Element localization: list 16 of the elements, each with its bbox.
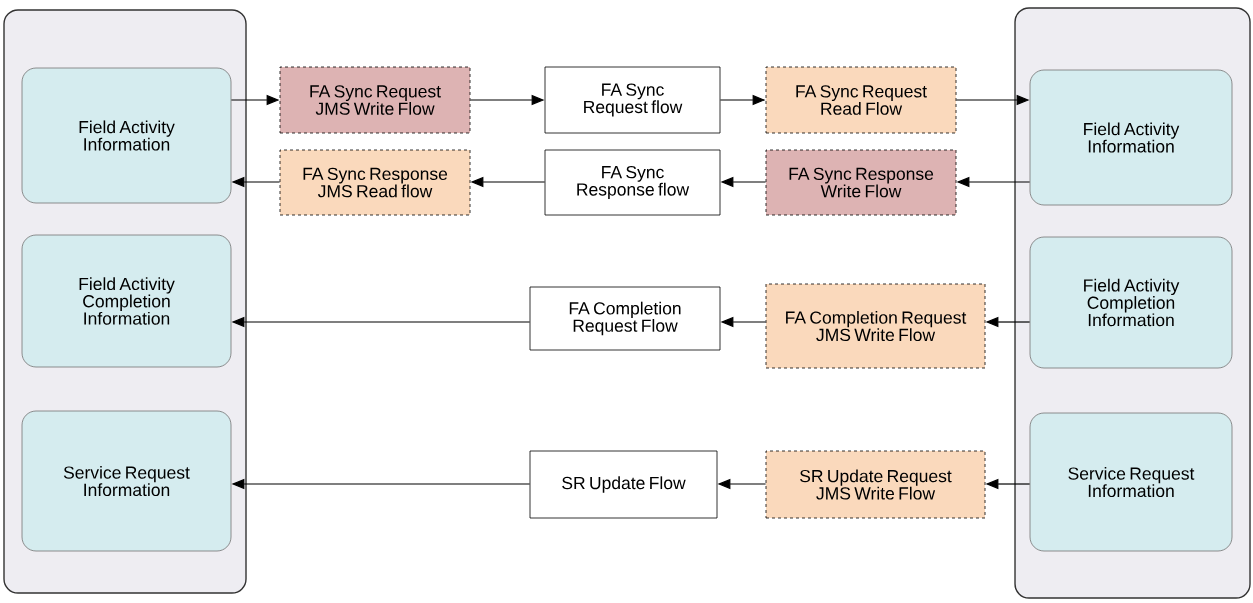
info-box: Field Activity Completion Information [1029, 236, 1233, 369]
info-box: Service Request Information [21, 410, 232, 552]
process-box: SR Update Flow [529, 450, 718, 519]
info-box: Field Activity Information [1029, 69, 1233, 206]
info-box: Service Request Information [1029, 412, 1233, 552]
process-box: FA Completion Request Flow [529, 286, 721, 351]
process-box: SR Update Request JMS Write Flow [765, 450, 986, 519]
process-box: FA Completion Request JMS Write Flow [765, 283, 986, 369]
process-box: FA Sync Request Read Flow [765, 66, 957, 134]
process-box: FA Sync Request flow [544, 66, 721, 134]
info-box: Field Activity Information [21, 67, 232, 204]
process-box: FA Sync Response flow [544, 149, 721, 216]
process-box: FA Sync Response Write Flow [765, 149, 957, 216]
process-box: FA Sync Request JMS Write Flow [279, 66, 471, 134]
info-box: Field Activity Completion Information [21, 234, 232, 368]
process-box: FA Sync Response JMS Read flow [279, 149, 471, 216]
